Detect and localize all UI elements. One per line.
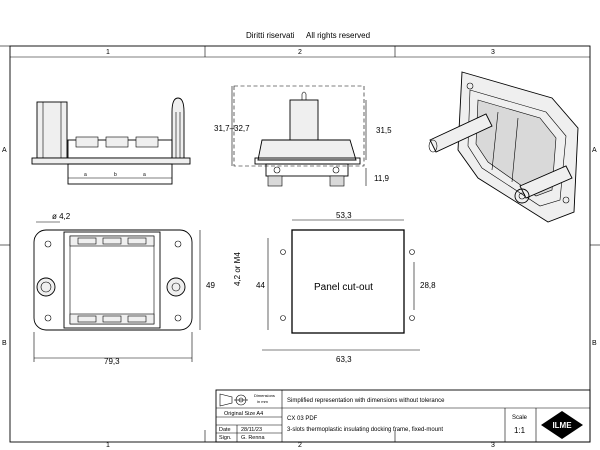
zone-col-2: 2: [298, 49, 302, 56]
drawing-code: CX 03 PDF: [287, 416, 318, 422]
title-note: Simplified representation with dimension…: [287, 398, 445, 404]
zone-row-b-right: B: [592, 340, 597, 347]
slot-mark-b: b: [114, 172, 117, 178]
side-elevation-view: 31,7–32,7 31,5 11,9: [214, 85, 392, 187]
date-label: Date: [219, 427, 231, 433]
dim-frame-width: 79,3: [104, 357, 120, 366]
guide-peg: [36, 277, 56, 297]
projection-symbol-icon: [219, 393, 248, 407]
dim-height-range: 31,7–32,7: [214, 124, 250, 133]
zone-row-a-right: A: [592, 147, 597, 154]
rights-it: Diritti riservati: [246, 31, 295, 40]
front-elevation-view: a b a: [31, 97, 191, 185]
ilme-logo: ILME: [541, 411, 583, 439]
dimensions-unit: in mm: [257, 399, 269, 404]
zone-row-b-left: B: [2, 340, 7, 347]
zone-row-a-left: A: [2, 147, 7, 154]
sign-label: Sign.: [219, 435, 232, 441]
panel-cutout-view: Panel cut-out 53,3 63,3 44 28,8 4,2 or M…: [233, 211, 436, 364]
slot-mark-a1: a: [84, 172, 87, 178]
date-value: 28/11/23: [241, 427, 262, 433]
mounting-hole: [174, 314, 182, 322]
original-size: Original Size A4: [224, 411, 263, 417]
dim-cutout-width-top: 53,3: [336, 211, 352, 220]
plan-view: ø 4,2 79,3 49: [33, 212, 215, 366]
scale-label: Scale: [512, 415, 528, 421]
dim-base-height: 11,9: [374, 174, 390, 183]
envelope-dashed: [233, 85, 365, 167]
mounting-hole: [174, 240, 182, 248]
logo-text: ILME: [552, 421, 572, 430]
drawing-description: 3-slots thermoplastic insulating docking…: [287, 427, 443, 433]
zone-col-2-bottom: 2: [298, 442, 302, 449]
dim-height-fixed: 31,5: [376, 126, 392, 135]
rights-en: All rights reserved: [306, 31, 370, 40]
mounting-hole: [44, 240, 52, 248]
dim-cutout-height-right: 28,8: [420, 281, 436, 290]
slot-mark-a2: a: [143, 172, 146, 178]
scale-value: 1:1: [514, 426, 526, 435]
dimensions-label: Dimensions: [254, 393, 275, 398]
zone-col-3-bottom: 3: [491, 442, 495, 449]
dim-hole-diameter: ø 4,2: [52, 212, 71, 221]
dim-cutout-width-bottom: 63,3: [336, 355, 352, 364]
isometric-view: [428, 71, 579, 223]
sign-value: G. Renna: [241, 435, 265, 441]
dim-frame-height: 49: [206, 281, 215, 290]
dim-cutout-hole: 4,2 or M4: [233, 252, 242, 286]
mounting-hole: [44, 314, 52, 322]
zone-col-3: 3: [491, 49, 495, 56]
zone-col-1-bottom: 1: [106, 442, 110, 449]
title-block: Dimensions in mm Simplified representati…: [215, 389, 591, 443]
zone-col-1: 1: [106, 49, 110, 56]
cutout-label: Panel cut-out: [314, 282, 373, 293]
cutout-outline: [291, 229, 405, 334]
dim-cutout-height-left: 44: [256, 281, 265, 290]
guide-peg: [166, 277, 186, 297]
mounting-frame: [33, 229, 193, 331]
